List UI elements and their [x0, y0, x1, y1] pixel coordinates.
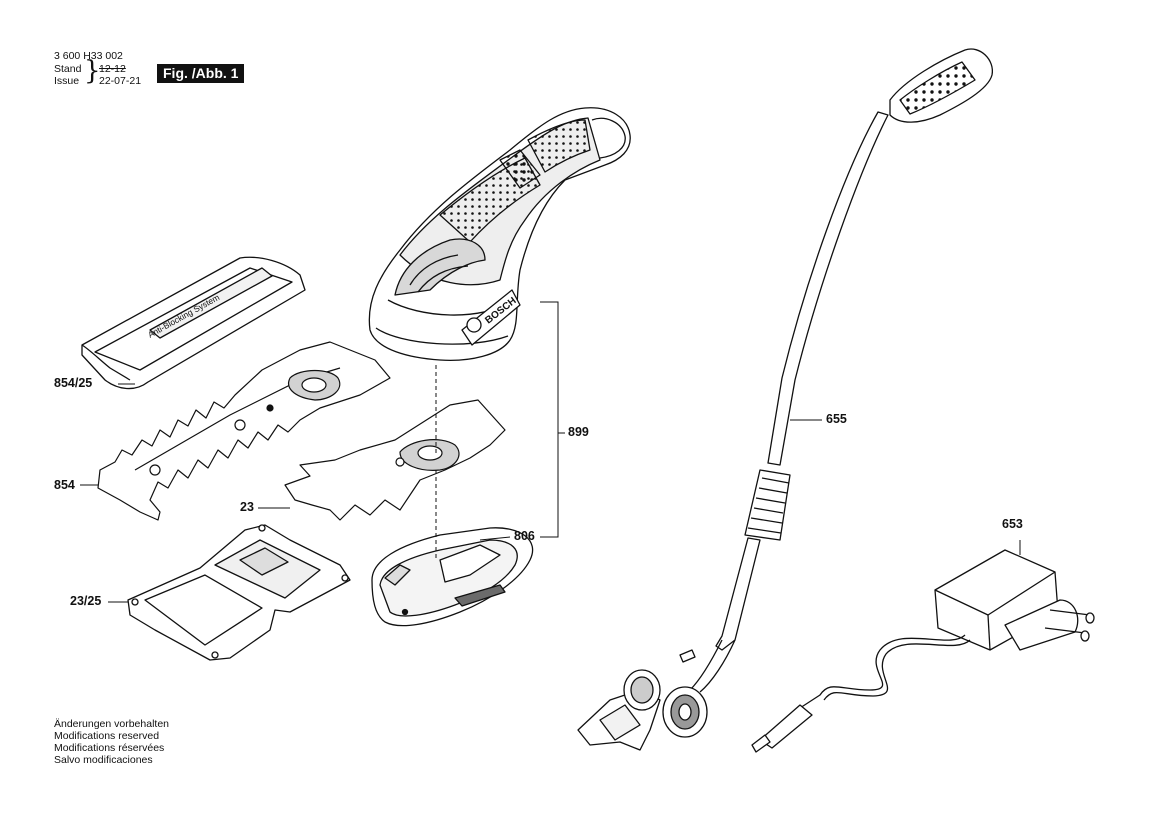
blade-cover-854-25 [81, 256, 306, 390]
figure-label: Fig. /Abb. 1 [157, 64, 245, 83]
footer-note-en: Modifications reserved [54, 730, 160, 742]
shrub-blade-854 [97, 341, 391, 521]
leader-lines [80, 301, 1021, 603]
footer-note-fr: Modifications réservées [54, 742, 165, 754]
part-label-899: 899 [568, 425, 589, 439]
grass-blade-23 [284, 399, 506, 521]
grass-blade-cover-23-25 [127, 524, 351, 661]
part-label-23: 23 [240, 500, 254, 514]
part-label-854: 854 [54, 478, 75, 492]
shear-handle-body [368, 107, 631, 361]
stand-value: 12-12 [99, 63, 126, 75]
part-label-23-25: 23/25 [70, 594, 102, 608]
base-plate-806 [371, 527, 534, 627]
charger-653 [751, 549, 1095, 753]
footer-note-es: Salvo modificaciones [54, 754, 153, 766]
part-label-806: 806 [514, 529, 535, 543]
issue-label: Issue [54, 75, 80, 87]
part-label-854-25: 854/25 [54, 376, 93, 390]
footer-note-de: Änderungen vorbehalten [54, 718, 170, 730]
document-number: 3 600 H33 002 [54, 50, 123, 62]
part-label-653: 653 [1002, 517, 1023, 531]
brace-icon: } [84, 56, 101, 86]
telescopic-handle-655 [577, 48, 993, 751]
stand-label: Stand [54, 63, 82, 75]
part-label-655: 655 [826, 412, 847, 426]
issue-value: 22-07-21 [99, 75, 142, 87]
